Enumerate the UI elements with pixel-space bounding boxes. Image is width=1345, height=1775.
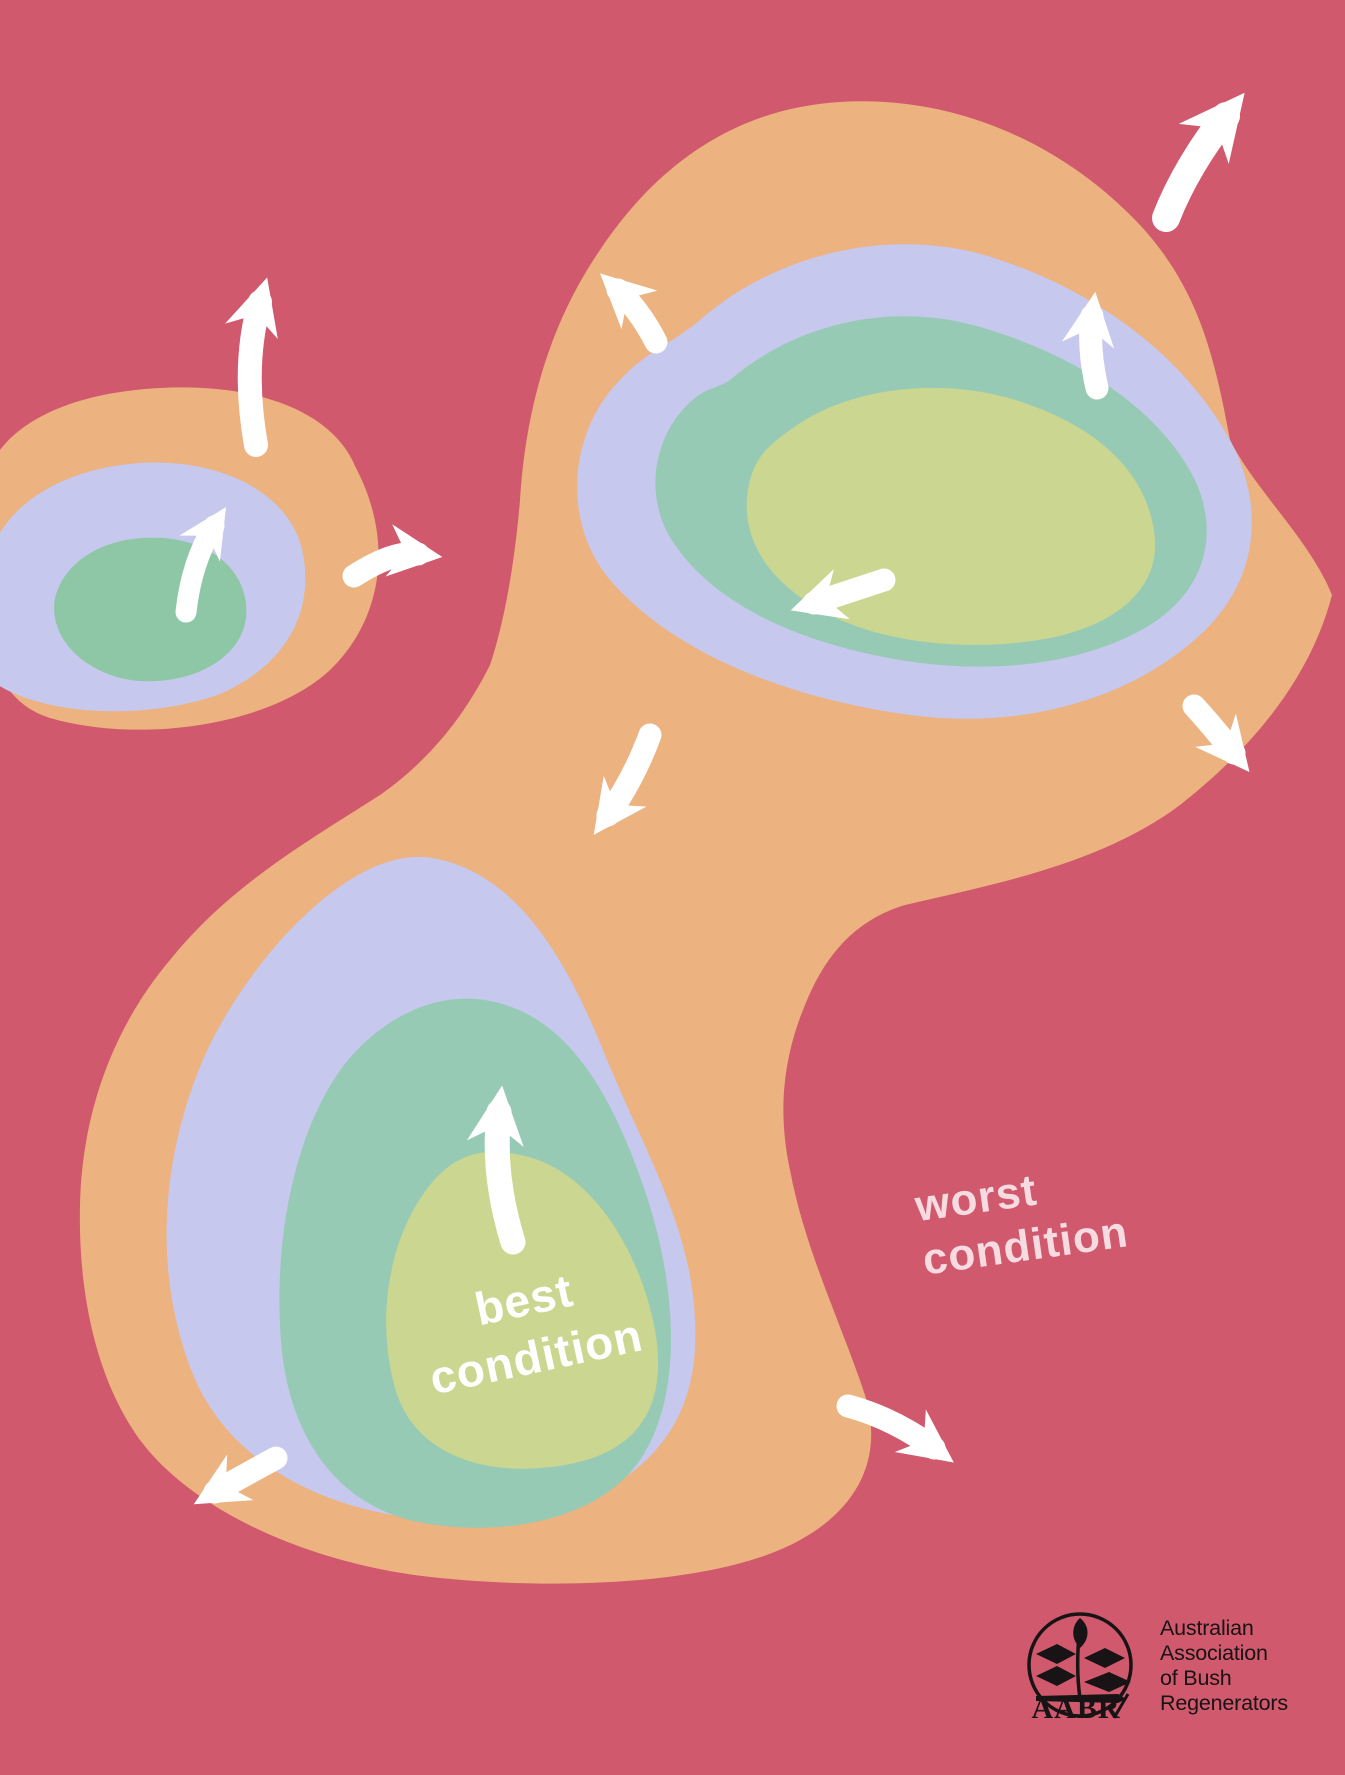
logo-slash: [1112, 1693, 1130, 1719]
logo-circle: [1027, 1612, 1133, 1718]
arrow-bottom-core-up: [466, 1085, 526, 1255]
logo-leaf-left-upper: [1036, 1644, 1076, 1664]
zone-core-teal-small: [54, 537, 247, 682]
aabr-org-name: Australian Association of Bush Regenerat…: [1160, 1610, 1288, 1716]
org-name-line3: of Bush: [1160, 1666, 1232, 1690]
arrow-top-left-up-left: [600, 273, 668, 354]
arrow-small-blob-inner-up: [175, 507, 227, 623]
org-name-line4: Regenerators: [1160, 1691, 1288, 1715]
arrow-bottom-right-down-right: [836, 1394, 954, 1463]
arrow-small-blob-up: [225, 277, 278, 457]
org-name-line2: Association: [1160, 1641, 1268, 1665]
aabr-logo: AABR Australian Association of Bush Rege…: [1014, 1610, 1334, 1740]
direction-arrows: [175, 92, 1250, 1505]
zone-best-green-bottom: [386, 1151, 659, 1469]
logo-acronym: AABR: [1031, 1692, 1120, 1724]
logo-leaf-top: [1073, 1618, 1088, 1648]
logo-leaf-left-lower: [1036, 1666, 1076, 1686]
logo-leaf-right-upper: [1084, 1648, 1125, 1668]
arrow-bottom-left-down-left: [193, 1446, 288, 1505]
arrow-corridor-down-left: [593, 723, 662, 835]
site-main: [79, 101, 1333, 1584]
arrow-top-right-core-left: [790, 568, 896, 620]
org-name-line1: Australian: [1160, 1616, 1254, 1640]
arrow-small-blob-right: [342, 524, 443, 588]
arrow-right-down-right: [1182, 694, 1250, 773]
logo-bar: [1036, 1694, 1126, 1703]
arrow-top-right-up-right: [1152, 92, 1245, 232]
aabr-logo-icon: AABR: [1027, 1612, 1133, 1724]
arrow-top-right-inner-up: [1061, 291, 1115, 400]
logo-leaf-right-lower: [1084, 1672, 1131, 1692]
